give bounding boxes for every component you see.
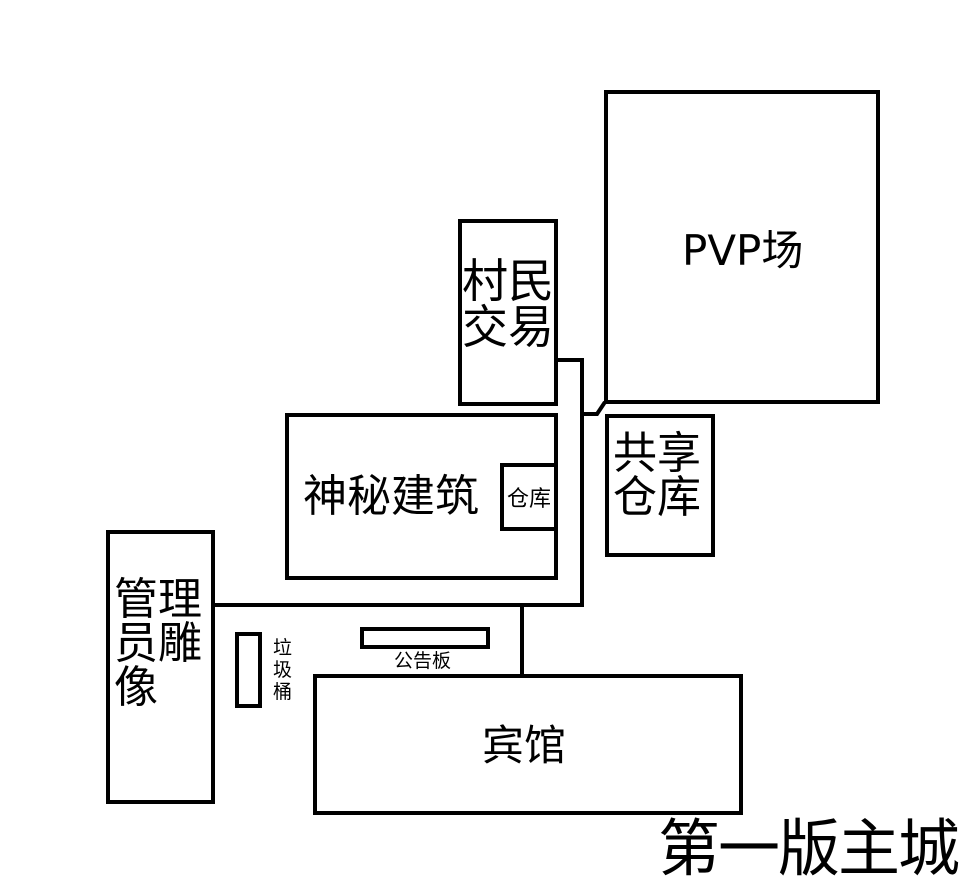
path-to-pvp (582, 400, 607, 416)
villager-trade-building: 村民 交易 (458, 219, 558, 406)
shared-warehouse-label: 共享 仓库 (613, 432, 701, 520)
shared-warehouse-building: 共享 仓库 (605, 414, 715, 557)
admin-statue-line-1: 管理 (114, 574, 202, 625)
admin-statue-line-2: 员雕 (114, 618, 202, 669)
hotel-label: 宾馆 (482, 721, 567, 770)
shared-warehouse-line-1: 共享 (613, 428, 701, 479)
pvp-arena-label: PVP场 (682, 226, 804, 275)
shared-warehouse-line-2: 仓库 (613, 472, 701, 523)
admin-statue-line-3: 像 (114, 662, 158, 713)
trash-can-box (235, 632, 262, 708)
bulletin-board-label: 公告板 (394, 650, 452, 672)
trash-can-line-3: 桶 (273, 681, 293, 703)
inner-warehouse-label: 仓库 (507, 487, 552, 512)
villager-trade-label: 村民 交易 (462, 258, 554, 350)
trash-can-label: 垃 圾 桶 (273, 637, 292, 703)
inner-warehouse-box: 仓库 (500, 463, 558, 531)
trash-can-line-1: 垃 (273, 637, 293, 659)
pvp-arena-building: PVP场 (604, 90, 880, 404)
admin-statue-label: 管理 员雕 像 (114, 578, 202, 710)
mystery-building: 神秘建筑 仓库 (285, 413, 558, 580)
bulletin-board-box (360, 627, 490, 649)
trash-can-line-2: 圾 (273, 659, 293, 681)
admin-statue-building: 管理 员雕 像 (106, 530, 215, 804)
mystery-building-label: 神秘建筑 (303, 471, 479, 522)
map-title: 第一版主城 (658, 812, 960, 885)
villager-trade-line-1: 村民 (462, 254, 554, 308)
villager-trade-line-2: 交易 (462, 300, 554, 354)
hotel-building: 宾馆 (313, 674, 743, 815)
